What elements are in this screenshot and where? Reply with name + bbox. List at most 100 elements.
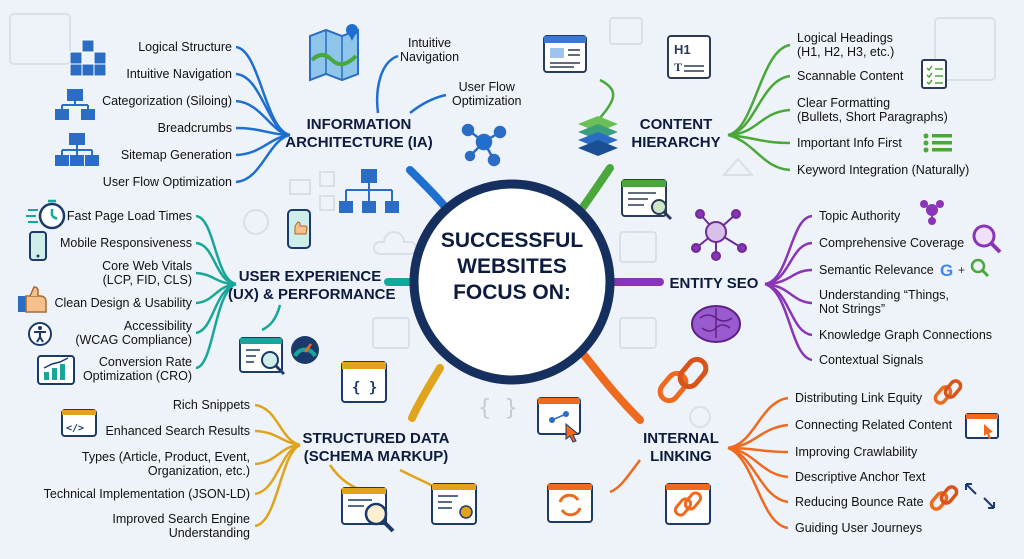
entity-item: Knowledge Graph Connections [819,328,992,342]
schema-title-line-1: STRUCTURED DATA [302,430,450,447]
entity-item: Topic Authority [819,209,900,223]
schema-item-line: Improved Search Engine [112,512,250,526]
linking-item-line: Descriptive Anchor Text [795,470,926,484]
molecule-icon [920,200,944,225]
ux-branch-lines [195,214,282,370]
content-item-line: Important Info First [797,136,902,150]
plus-text: + [958,263,965,277]
cursor-page-icon [965,413,999,439]
thumbs-up-icon [18,286,47,313]
ia-item: Sitemap Generation [120,148,232,162]
list-icon [923,133,952,153]
center-line-2: WEBSITES [457,255,567,278]
linking-title-line-1: INTERNAL [643,430,719,447]
content-item: Logical Headings (H1, H2, H3, etc.) [797,31,894,59]
code-tag-text: </> [66,423,84,434]
content-item-line: (H1, H2, H3, etc.) [797,45,895,59]
ux-title: USER EXPERIENCE (UX) & PERFORMANCE [228,268,396,304]
center-title: SUCCESSFUL WEBSITES FOCUS ON: [412,228,612,306]
entity-item-line: Comprehensive Coverage [819,236,965,250]
content-title: CONTENT HIERARCHY [626,116,726,152]
schema-title-line-2: (SCHEMA MARKUP) [303,448,449,465]
entity-item-line: Knowledge Graph Connections [819,328,993,342]
schema-item-line: Understanding [168,526,250,540]
content-item: Clear Formatting (Bullets, Short Paragra… [797,96,948,124]
schema-item: Improved Search Engine Understanding [112,512,250,540]
code-tag-icon: </> [61,409,97,437]
linking-item-line: Guiding User Journeys [795,521,923,535]
ia-title: INFORMATION ARCHITECTURE (IA) [284,116,434,152]
ia-top-item-2-line-1: User Flow [458,80,515,94]
ux-item: Fast Page Load Times [67,209,192,223]
entity-title: ENTITY SEO [664,275,764,293]
schema-item-line: Rich Snippets [172,398,250,412]
linking-item: Guiding User Journeys [795,521,922,535]
center-line-3: FOCUS ON: [453,281,571,304]
ia-top-item-1: Intuitive Navigation [400,36,459,64]
accessibility-icon [28,322,52,346]
ia-item: Breadcrumbs [157,121,232,135]
analytics-search-icon [239,337,286,376]
brain-icon [691,305,741,343]
ux-item: Core Web Vitals (LCP, FID, CLS) [102,259,192,287]
content-item: Scannable Content [797,69,903,83]
linking-item-line: Distributing Link Equity [795,391,923,405]
content-item-line: Keyword Integration (Naturally) [797,163,970,177]
code-window-icon: { } [341,361,387,403]
entity-item-line: Contextual Signals [819,353,924,367]
linked-page-icon [665,483,711,525]
content-branch-lines [599,43,791,172]
entity-item: Semantic Relevance [819,263,934,277]
entity-title-line-1: ENTITY SEO [669,275,759,292]
cubes-icon [69,39,107,77]
mobile-phone-icon [29,231,47,261]
google-search-icon: G + [940,258,990,280]
schema-item-line: Enhanced Search Results [105,424,250,438]
linking-item: Distributing Link Equity [795,391,922,405]
ia-title-line-2: ARCHITECTURE (IA) [285,134,433,151]
schema-search-icon [341,487,395,533]
ia-item: Intuitive Navigation [126,67,232,81]
hierarchy-icon [55,89,95,120]
content-item-line: Scannable Content [797,69,904,83]
t-text: T [674,60,682,74]
checklist-icon [921,59,947,89]
ux-title-line-1: USER EXPERIENCE [238,268,382,285]
linking-item-line: Connecting Related Content [795,418,953,432]
ux-item-line: Mobile Responsiveness [59,236,192,250]
content-item-line: Logical Headings [797,31,893,45]
ux-item: Conversion Rate Optimization (CRO) [83,355,192,383]
growth-chart-icon [37,355,75,385]
ux-item-line: Core Web Vitals [102,259,192,273]
h1-text: H1 [674,42,691,57]
layers-icon [578,116,618,156]
content-item-line: (Bullets, Short Paragraphs) [797,110,948,124]
linking-title-line-2: LINKING [650,448,712,465]
ia-top-item-2-line-2: Optimization [452,94,522,108]
google-g-text: G [940,261,953,280]
sitemap-icon [55,133,99,166]
entity-item-line: Semantic Relevance [819,263,934,277]
content-item-line: Clear Formatting [797,96,891,110]
ux-item-line: Optimization (CRO) [82,369,192,383]
content-title-line-1: CONTENT [639,116,713,133]
schema-item: Rich Snippets [173,398,250,412]
entity-item-line: Understanding “Things, [819,288,949,302]
ux-item: Mobile Responsiveness [60,236,192,250]
ux-item-line: Conversion Rate [98,355,192,369]
content-title-line-2: HIERARCHY [631,134,721,151]
entity-item-line: Topic Authority [819,209,901,223]
network-icon [461,123,507,167]
smartphone-thumbs-icon [287,209,311,249]
chain-small-icon-2 [929,485,959,511]
ia-title-line-1: INFORMATION [306,116,412,133]
linking-item-line: Reducing Bounce Rate [795,495,924,509]
ux-item-line: Clean Design & Usability [54,296,192,310]
ia-item: Logical Structure [138,40,232,54]
magnifier-icon [972,224,1002,254]
linking-title: INTERNAL LINKING [636,430,726,466]
entity-item: Understanding “Things, Not Strings” [819,288,949,316]
heading-document-icon: H1 T [667,35,711,79]
speedometer-icon [291,336,319,364]
